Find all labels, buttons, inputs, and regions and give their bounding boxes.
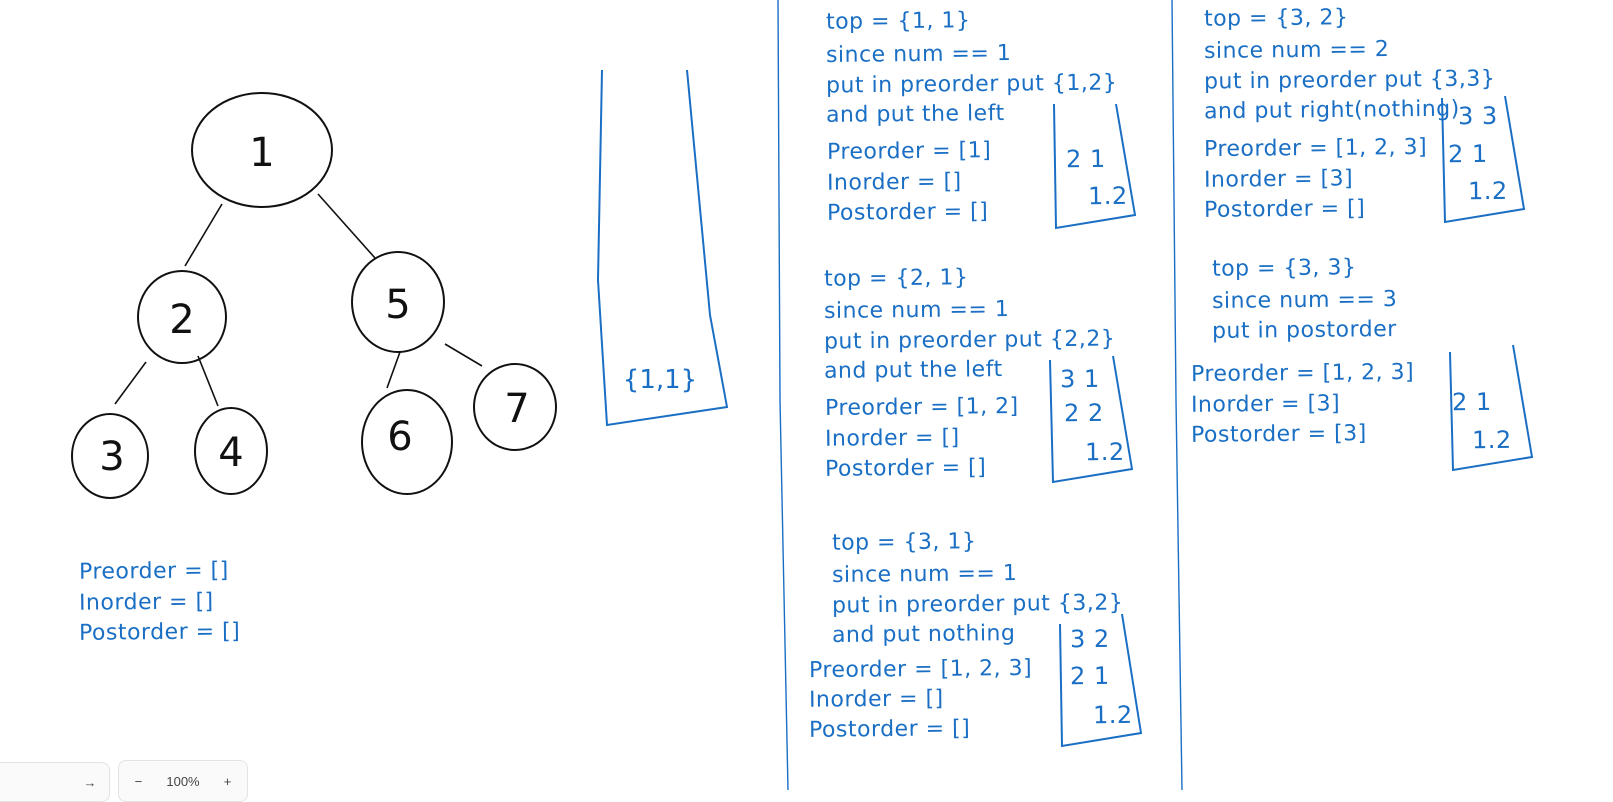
step-line: and put right(nothing) — [1203, 96, 1460, 125]
step-line: top = {3, 3} — [1211, 255, 1357, 282]
stack-entry: 1.2 — [1087, 181, 1128, 211]
postorder-list: Postorder = [3] — [1190, 421, 1367, 448]
step-line: since num == 3 — [1211, 287, 1398, 314]
step-line: and put the left — [825, 101, 1005, 128]
preorder-list: Preorder = [1, 2, 3] — [1203, 134, 1428, 163]
stack-entry: 3 3 — [1457, 101, 1498, 131]
preorder-list: Preorder = [1, 2, 3] — [1190, 359, 1415, 388]
inorder-list: Inorder = [3] — [1190, 391, 1341, 418]
step-line: since num == 2 — [1203, 37, 1390, 64]
step-line: put in postorder — [1211, 317, 1397, 344]
stack-entry: 1.2 — [1471, 425, 1512, 455]
tree-node-circle — [473, 363, 557, 451]
preorder-list: Preorder = [1, 2, 3] — [808, 655, 1033, 684]
stack-container — [1441, 95, 1526, 224]
step-line: put in preorder put {2,2} — [823, 326, 1116, 355]
postorder-list: Postorder = [] — [808, 716, 971, 743]
step-line: since num == 1 — [825, 41, 1012, 68]
stack-entry: 1.2 — [1092, 700, 1133, 730]
tree-node-circle — [71, 413, 149, 499]
postorder-list: Postorder = [] — [826, 199, 989, 226]
stack-entry: {1,1} — [623, 365, 697, 395]
inorder-list: Inorder = [] — [808, 686, 944, 713]
tree-edge — [114, 361, 147, 405]
step-line: since num == 1 — [831, 561, 1018, 588]
tree-node-circle — [137, 270, 227, 364]
step-line: top = {3, 2} — [1203, 5, 1349, 32]
tree-node-label: 1 — [249, 130, 274, 176]
stack-container — [596, 69, 729, 427]
tree-edge — [317, 193, 376, 259]
inorder-list: Inorder = [] — [78, 589, 214, 616]
preorder-list: Preorder = [] — [78, 558, 229, 585]
tree-node-label: 6 — [387, 414, 412, 460]
inorder-list: Inorder = [] — [826, 169, 962, 196]
tree-edge — [444, 343, 483, 367]
postorder-list: Postorder = [] — [824, 455, 987, 482]
toolbar-left: → — [0, 762, 110, 802]
stack-container — [1049, 355, 1134, 484]
stack-entry: 2 1 — [1069, 661, 1110, 691]
preorder-list: Preorder = [1] — [826, 138, 992, 165]
tree-edge — [386, 351, 401, 389]
tree-node-label: 2 — [169, 297, 194, 343]
zoom-level[interactable]: 100% — [166, 773, 200, 789]
postorder-list: Postorder = [] — [78, 619, 241, 646]
tree-node-circle — [194, 407, 268, 495]
step-line: top = {2, 1} — [823, 265, 969, 292]
stack-entry: 2 1 — [1065, 144, 1106, 174]
inorder-list: Inorder = [3] — [1203, 166, 1354, 193]
column-divider-left — [777, 0, 789, 790]
stack-container — [1449, 344, 1534, 472]
step-line: put in preorder put {3,3} — [1203, 66, 1496, 95]
tree-node-circle — [191, 92, 333, 208]
column-divider-right — [1171, 0, 1183, 790]
step-line: top = {3, 1} — [831, 529, 977, 556]
step-line: and put nothing — [831, 621, 1016, 648]
stack-container — [1059, 613, 1143, 748]
stack-container — [1053, 103, 1137, 230]
step-line: top = {1, 1} — [825, 8, 971, 35]
step-line: put in preorder put {3,2} — [831, 590, 1124, 619]
preorder-list: Preorder = [1, 2] — [824, 393, 1019, 422]
arrow-icon[interactable]: → — [83, 774, 97, 790]
tree-node-label: 3 — [99, 434, 124, 480]
tree-edge — [197, 355, 219, 407]
step-line: since num == 1 — [823, 297, 1010, 324]
tree-edges — [114, 193, 483, 407]
stack-entry: 2 1 — [1451, 387, 1492, 417]
stack-entry: 3 1 — [1059, 364, 1100, 394]
tree-node-circle — [351, 251, 445, 353]
step-line: and put the left — [823, 357, 1003, 384]
stack-entry: 1.2 — [1467, 176, 1508, 206]
stack-entry: 1.2 — [1084, 437, 1125, 467]
tree-node-circle — [361, 389, 453, 495]
step-line: put in preorder put {1,2} — [825, 70, 1118, 99]
tree-node-label: 4 — [218, 430, 243, 476]
tree-node-label: 7 — [504, 386, 529, 432]
stack-entry: 2 1 — [1447, 139, 1488, 169]
tree-node-label: 5 — [385, 282, 410, 328]
inorder-list: Inorder = [] — [824, 425, 960, 452]
postorder-list: Postorder = [] — [1203, 196, 1366, 223]
stack-entry: 3 2 — [1069, 624, 1110, 654]
zoom-out-button[interactable]: − — [134, 773, 143, 789]
zoom-toolbar: − 100% + — [118, 760, 248, 802]
tree-edge — [184, 203, 223, 267]
stack-entry: 2 2 — [1063, 398, 1104, 428]
zoom-in-button[interactable]: + — [223, 773, 232, 789]
